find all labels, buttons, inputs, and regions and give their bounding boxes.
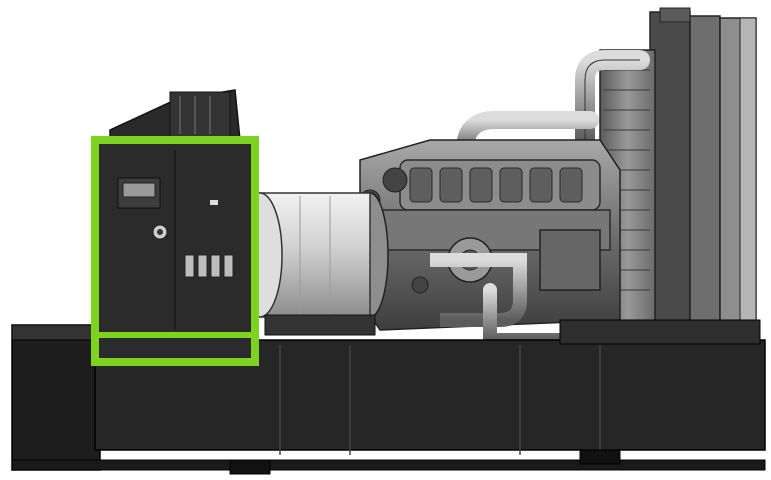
base-frame xyxy=(11,319,766,475)
control-panel-cabinet xyxy=(91,136,259,366)
control-panel-top-box xyxy=(109,89,241,151)
alternator xyxy=(237,192,389,336)
engine-block xyxy=(359,139,621,347)
